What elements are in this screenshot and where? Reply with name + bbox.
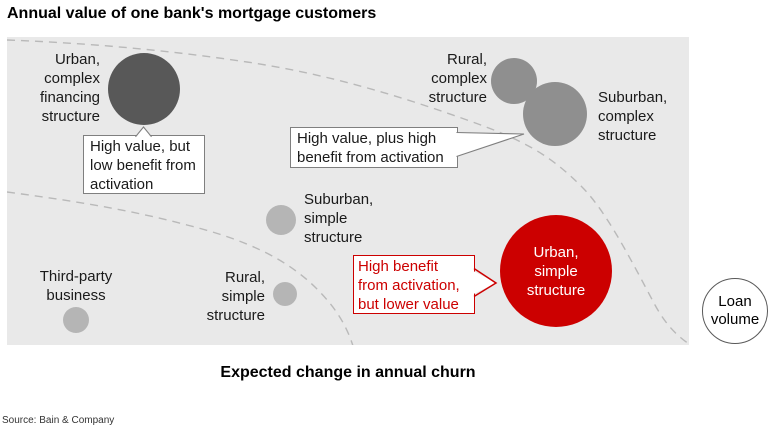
bubble-label-third-party-4: Third-party business (39, 268, 113, 304)
loan-volume-legend: Loan volume (702, 278, 768, 344)
source-note: Source: Bain & Company (2, 415, 115, 426)
bubble-rural-simple-structure (273, 282, 297, 306)
bubble-suburban-complex-structure (523, 82, 587, 146)
callout-pointer-red-stroke (473, 267, 498, 298)
x-axis-label: Expected change in annual churn (220, 364, 476, 381)
bubble-label-urban-0: Urban, complex financing structure (39, 51, 100, 125)
callout-pointer-right-stroke (456, 131, 525, 158)
bubble-label-rural-5: Rural, simple structure (206, 269, 265, 324)
bubble-suburban-simple-structure (266, 205, 296, 235)
bubble-label-urban-6: Urban, simple structure (526, 244, 586, 299)
bubble-third-party-business (63, 307, 89, 333)
callout-high-value-plus-high: High value, plus high benefit from activ… (290, 127, 458, 168)
bubble-urban-complex-financing-structure (108, 53, 180, 125)
callout-pointer-right-fill (456, 133, 524, 157)
callout-high-value-but: High value, but low benefit from activat… (83, 135, 205, 194)
callout-high-benefit: High benefit from activation, but lower … (353, 255, 475, 314)
bubble-label-suburban-3: Suburban, simple structure (304, 191, 374, 246)
bubble-label-rural-1: Rural, complex structure (428, 51, 487, 106)
chart-title: Annual value of one bank's mortgage cust… (7, 5, 377, 22)
bubble-label-suburban-2: Suburban, complex structure (598, 89, 668, 144)
